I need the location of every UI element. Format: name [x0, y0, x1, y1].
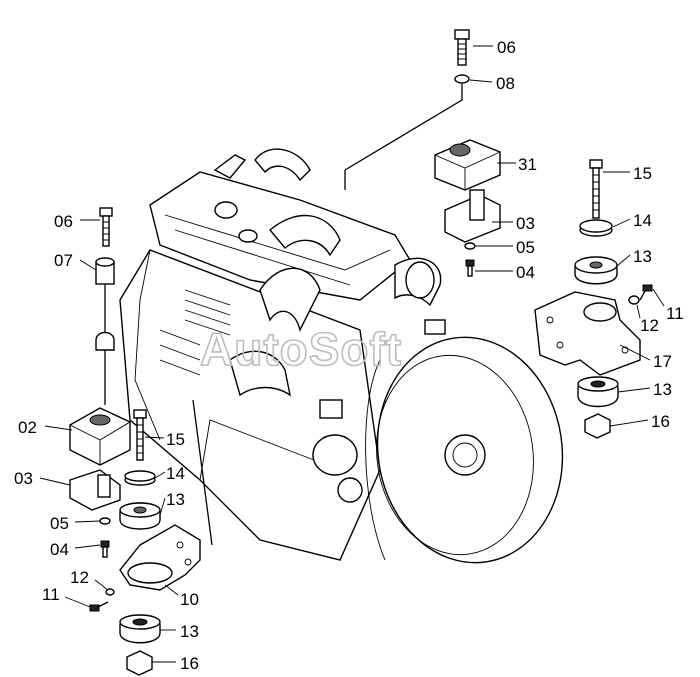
- nut-16-right: [584, 413, 611, 439]
- callout-04-left: 04: [50, 540, 69, 559]
- bracket-17: [534, 291, 641, 376]
- callout-13-left-low: 13: [180, 622, 199, 641]
- bolt-04-top: [465, 259, 475, 277]
- callout-06-top: 06: [497, 38, 516, 57]
- washer-12-right: [628, 295, 640, 305]
- callout-13-left: 13: [166, 490, 185, 509]
- callout-15-right: 15: [633, 164, 652, 183]
- bolt-15-left: [133, 409, 147, 461]
- callout-31: 31: [518, 155, 537, 174]
- callout-11-right: 11: [666, 304, 684, 323]
- rear-top-mount: [344, 29, 501, 277]
- callout-12-left: 12: [70, 568, 89, 587]
- callout-05-left: 05: [50, 514, 69, 533]
- rubber-13-right-low: [577, 376, 619, 408]
- washer-05-left: [99, 517, 111, 525]
- engine-assembly: [119, 148, 446, 561]
- bracket-10: [119, 524, 201, 591]
- rubber-13-left-low: [119, 614, 161, 644]
- callout-13-right: 13: [633, 247, 652, 266]
- callout-labels: 06 08 31 03 05 04 15 14 13 11 12 17 13 1…: [14, 38, 684, 673]
- bolt-04-left: [100, 540, 110, 558]
- bracket-03-top: [444, 189, 501, 243]
- rubber-13-right: [574, 256, 618, 285]
- bracket-03-left: [69, 469, 121, 511]
- callout-03-top: 03: [516, 214, 535, 233]
- left-front-mount: [69, 207, 131, 558]
- flywheel-housing: [365, 336, 564, 564]
- callout-02: 02: [18, 418, 37, 437]
- rubber-13-left: [119, 502, 161, 530]
- washer-14-right: [579, 219, 613, 237]
- bolt-06-top: [454, 29, 470, 66]
- callout-15-left: 15: [166, 430, 185, 449]
- washer-12-left: [105, 588, 115, 596]
- bolt-06-left: [99, 207, 113, 247]
- washer-14-left: [124, 470, 156, 486]
- callout-10: 10: [180, 590, 199, 609]
- bolt-11-left: [89, 601, 109, 612]
- leader-lines: [39, 45, 665, 663]
- callout-11-left: 11: [42, 585, 60, 604]
- callout-14-right: 14: [633, 211, 652, 230]
- nut-16-left: [126, 650, 153, 676]
- bolt-15-right: [589, 159, 603, 219]
- callout-07: 07: [54, 251, 73, 270]
- callout-16-right: 16: [651, 412, 670, 431]
- callout-04-top: 04: [516, 263, 535, 282]
- washer-05-top: [464, 242, 476, 250]
- watermark-text: AutoSoft: [200, 323, 402, 375]
- rubber-mount-31: [434, 139, 501, 191]
- callout-03-left: 03: [14, 469, 33, 488]
- callout-05-top: 05: [516, 238, 535, 257]
- callout-06-left: 06: [54, 212, 73, 231]
- right-mount: [534, 159, 653, 439]
- callout-14-left: 14: [166, 464, 185, 483]
- callout-08: 08: [496, 74, 515, 93]
- callout-12-right: 12: [640, 316, 659, 335]
- spacer-07: [95, 257, 115, 285]
- washer-08: [454, 74, 470, 84]
- bolt-11-right: [639, 284, 653, 301]
- callout-13-right-low: 13: [653, 380, 672, 399]
- left-lower-mount: [89, 409, 201, 676]
- rubber-mount-02: [69, 407, 131, 466]
- callout-17: 17: [653, 352, 672, 371]
- callout-16-left: 16: [180, 654, 199, 673]
